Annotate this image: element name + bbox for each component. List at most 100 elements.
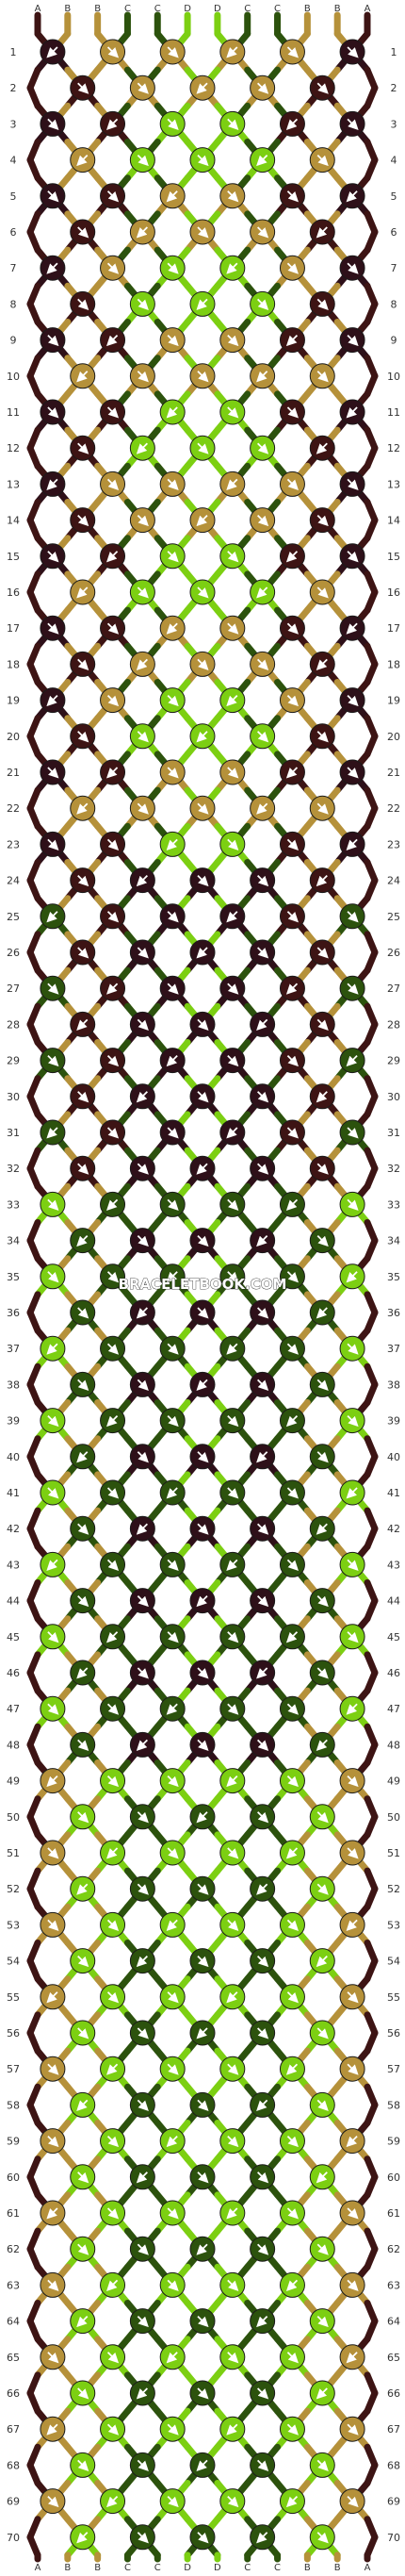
knot-direction-arrow-icon — [47, 1054, 59, 1067]
knot — [189, 1588, 216, 1614]
knot — [159, 399, 186, 425]
knot — [129, 2380, 155, 2406]
knot — [70, 1011, 96, 1037]
knot-direction-arrow-icon — [76, 2315, 89, 2328]
knot-direction-arrow-icon — [197, 802, 209, 815]
knot-direction-arrow-icon — [137, 2532, 149, 2544]
knot — [189, 795, 216, 821]
knot — [129, 1083, 155, 1110]
row-number-right: 27 — [387, 983, 400, 995]
knot — [309, 1660, 335, 1686]
knot-direction-arrow-icon — [316, 226, 328, 239]
knot-direction-arrow-icon — [316, 802, 329, 815]
row-number-left: 45 — [7, 1631, 20, 1643]
knot — [189, 651, 216, 677]
knot — [100, 1335, 126, 1362]
knot — [70, 939, 96, 966]
row-number-left: 28 — [7, 1018, 20, 1031]
knot-direction-arrow-icon — [105, 2063, 119, 2075]
row-number-right: 69 — [387, 2496, 400, 2508]
knot — [250, 651, 276, 677]
knot — [40, 687, 66, 714]
knot-direction-arrow-icon — [316, 586, 329, 599]
knot — [250, 1444, 276, 1470]
knot-direction-arrow-icon — [256, 226, 269, 239]
knot — [70, 1804, 96, 1830]
row-number-left: 68 — [7, 2459, 20, 2471]
knot — [339, 183, 365, 209]
row-number-right: 42 — [387, 1523, 400, 1535]
strand-label-top: A — [364, 4, 371, 14]
knot-direction-arrow-icon — [316, 1234, 329, 1247]
knot-direction-arrow-icon — [347, 2063, 359, 2075]
strand-label-top: C — [244, 4, 251, 14]
knot — [129, 2452, 155, 2478]
row-number-left: 63 — [7, 2279, 20, 2291]
row-number-right: 7 — [391, 262, 397, 274]
knot-direction-arrow-icon — [167, 1631, 179, 1643]
knot-direction-arrow-icon — [227, 118, 239, 130]
knot — [250, 1228, 276, 1254]
knot — [250, 2020, 276, 2046]
knot — [40, 183, 66, 209]
strand-label-top: B — [304, 4, 311, 14]
knot-direction-arrow-icon — [196, 514, 208, 527]
knot — [339, 1695, 365, 1722]
knot-direction-arrow-icon — [137, 2099, 149, 2111]
knot-direction-arrow-icon — [256, 658, 269, 670]
knot-direction-arrow-icon — [136, 2387, 149, 2400]
knot-direction-arrow-icon — [166, 1487, 178, 1499]
knot — [339, 1191, 365, 1217]
knot — [100, 1911, 126, 1938]
knot-direction-arrow-icon — [256, 1018, 268, 1031]
knot — [70, 651, 96, 677]
knot — [309, 2308, 335, 2335]
knot — [40, 1551, 66, 1577]
knot-direction-arrow-icon — [256, 371, 268, 383]
knot-direction-arrow-icon — [167, 767, 179, 779]
row-number-left: 69 — [7, 2496, 20, 2508]
knot-direction-arrow-icon — [77, 2171, 89, 2184]
knot — [309, 2091, 335, 2118]
knot-direction-arrow-icon — [137, 1811, 149, 1824]
knot-direction-arrow-icon — [77, 947, 89, 959]
knot — [279, 2344, 305, 2370]
knot-direction-arrow-icon — [196, 731, 208, 743]
knot-direction-arrow-icon — [285, 334, 299, 347]
knot-direction-arrow-icon — [226, 2207, 238, 2220]
row-number-left: 33 — [7, 1198, 20, 1211]
row-number-right: 68 — [387, 2459, 400, 2471]
knot — [250, 1731, 276, 1758]
knot-direction-arrow-icon — [347, 983, 359, 995]
knot-direction-arrow-icon — [76, 586, 89, 599]
knot-direction-arrow-icon — [347, 262, 359, 274]
knot-direction-arrow-icon — [197, 1018, 209, 1031]
knot — [279, 39, 305, 65]
knot — [279, 255, 305, 281]
knot-direction-arrow-icon — [196, 1811, 208, 1824]
knot — [129, 1588, 155, 1614]
knot-direction-arrow-icon — [197, 2315, 209, 2328]
knot — [309, 723, 335, 750]
row-number-left: 8 — [10, 298, 17, 310]
knot-direction-arrow-icon — [256, 2459, 269, 2471]
knot-direction-arrow-icon — [167, 1343, 179, 1355]
knot — [250, 1299, 276, 1326]
knot — [279, 1335, 305, 1362]
knot — [279, 1984, 305, 2010]
knot — [309, 2380, 335, 2406]
knot — [189, 2164, 216, 2190]
knot — [70, 507, 96, 534]
knot — [40, 2344, 66, 2370]
knot-direction-arrow-icon — [167, 46, 179, 58]
knot-direction-arrow-icon — [347, 694, 359, 707]
knot-direction-arrow-icon — [346, 1487, 358, 1499]
knot-direction-arrow-icon — [316, 1883, 329, 1895]
knot-direction-arrow-icon — [47, 551, 59, 563]
knot — [339, 2128, 365, 2155]
knot — [339, 1768, 365, 1794]
knot-direction-arrow-icon — [316, 1091, 328, 1103]
knot — [159, 1911, 186, 1938]
knot — [40, 2416, 66, 2442]
